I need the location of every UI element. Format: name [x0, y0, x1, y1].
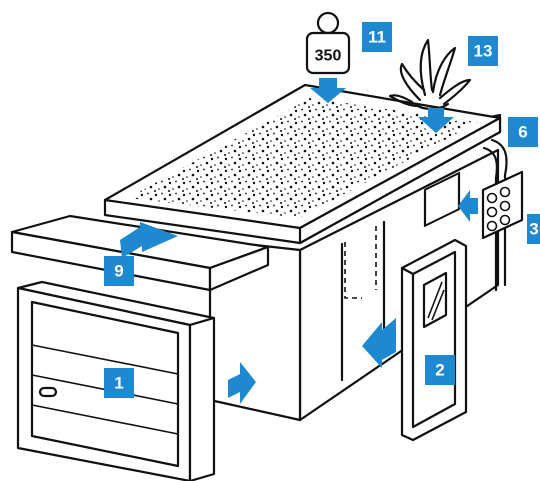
badge-2: 2 — [425, 355, 455, 385]
badge-3: 3 — [527, 214, 540, 244]
plant-icon — [390, 40, 470, 109]
badge-9: 9 — [104, 256, 134, 286]
svg-text:11: 11 — [368, 28, 386, 47]
svg-text:13: 13 — [474, 42, 493, 61]
weight-value: 350 — [315, 48, 342, 65]
svg-text:1: 1 — [114, 374, 123, 393]
badge-6: 6 — [508, 117, 538, 147]
svg-text:3: 3 — [529, 220, 538, 239]
badge-11: 11 — [362, 22, 392, 52]
badge-13: 13 — [468, 36, 498, 66]
side-door — [402, 240, 466, 440]
svg-text:9: 9 — [114, 262, 123, 281]
svg-text:2: 2 — [435, 361, 444, 380]
badge-1: 1 — [104, 368, 134, 398]
door-handle — [40, 388, 56, 396]
svg-text:6: 6 — [518, 123, 527, 142]
weight-icon: 350 — [307, 13, 349, 73]
